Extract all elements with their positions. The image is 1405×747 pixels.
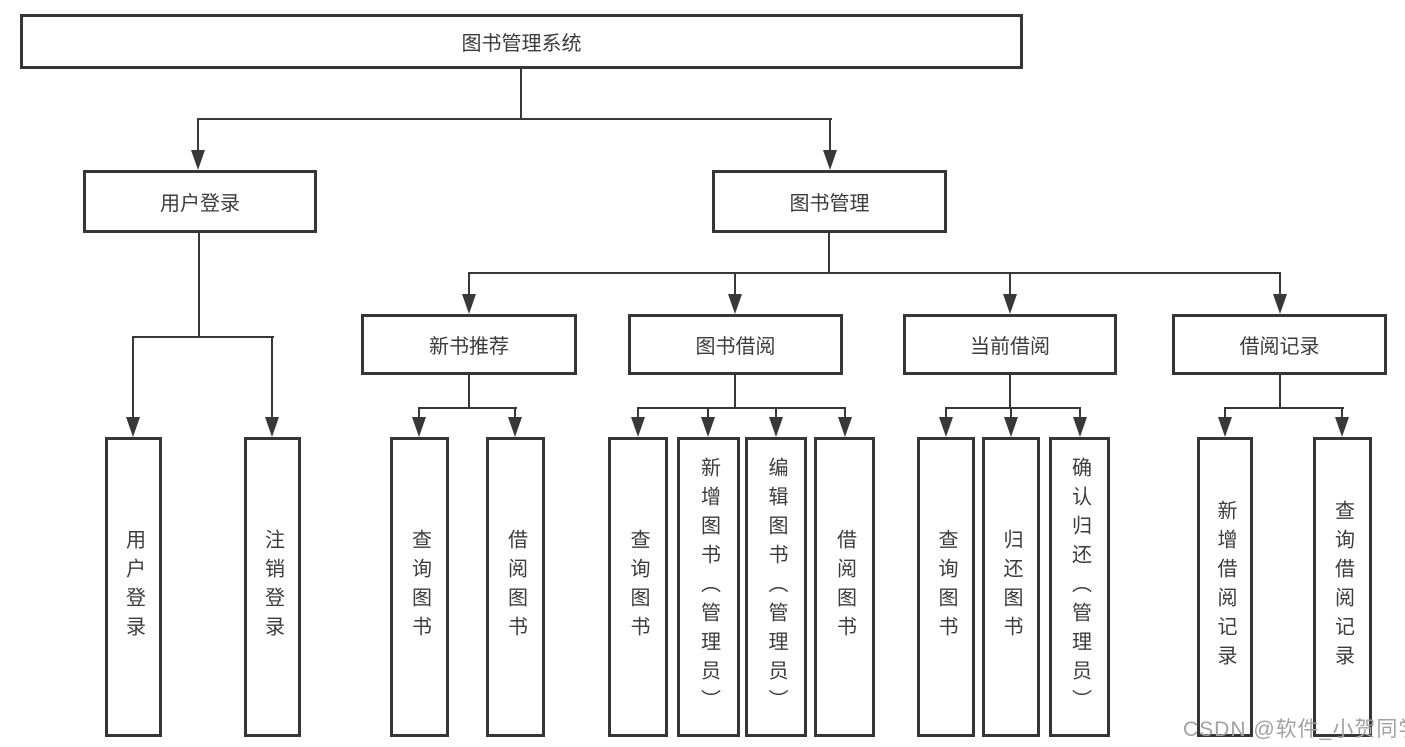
leaf-query-books-borrowing: 查询图书 (608, 437, 668, 737)
leaf-add-borrow-record: 新增借阅记录 (1197, 437, 1253, 737)
leaf-query-borrow-record: 查询借阅记录 (1313, 437, 1372, 737)
csdn-watermark: CSDN @软件_小贺同学 (1183, 718, 1405, 741)
leaf-label: 新增借阅记录 (1214, 500, 1236, 674)
node-book-management: 图书管理 (712, 170, 947, 233)
node-current-borrowing: 当前借阅 (903, 314, 1117, 375)
leaf-label: 借阅图书 (504, 529, 527, 645)
node-new-book-recommendation: 新书推荐 (361, 314, 577, 375)
leaf-label: 用户登录 (122, 529, 145, 645)
leaf-query-books-recommend: 查询图书 (390, 437, 449, 737)
connector-drop-leaf (418, 407, 420, 419)
connector-drop-borrow-records (1279, 272, 1281, 296)
leaf-label: 新增图书（管理员） (697, 456, 720, 718)
connector-stub (1009, 375, 1011, 407)
arrowhead-icon (939, 417, 953, 437)
connector-drop-leaf (1079, 407, 1081, 419)
leaf-label: 借阅图书 (833, 529, 856, 645)
connector-drop-leaf (1010, 407, 1012, 419)
leaf-label: 查询借阅记录 (1331, 500, 1354, 674)
connector-drop-user-login (197, 118, 199, 152)
arrowhead-icon (1003, 294, 1017, 314)
arrowhead-icon (265, 417, 279, 437)
arrowhead-icon (1073, 417, 1087, 437)
node-label: 用户登录 (160, 193, 240, 215)
connector-drop-leaf (1224, 407, 1226, 419)
node-label: 图书借阅 (695, 336, 776, 358)
node-borrowing-records: 借阅记录 (1172, 314, 1387, 375)
connector-branch (1224, 407, 1344, 409)
leaf-query-books-current: 查询图书 (917, 437, 975, 737)
connector-book-management-branch (468, 272, 1281, 274)
connector-drop-leaf (844, 407, 846, 419)
arrowhead-icon (191, 150, 205, 170)
connector-root-stub (520, 69, 522, 118)
leaf-return-books: 归还图书 (982, 437, 1040, 737)
connector-drop-book-borrow (734, 272, 736, 296)
arrowhead-icon (1004, 417, 1018, 437)
connector-drop-leaf (1341, 407, 1343, 419)
node-label: 借阅记录 (1239, 336, 1320, 358)
node-book-borrowing: 图书借阅 (628, 314, 843, 375)
leaf-label: 查询图书 (408, 529, 431, 645)
leaf-label: 编辑图书（管理员） (765, 456, 787, 718)
connector-stub (468, 375, 470, 407)
connector-drop-leaf (132, 336, 134, 419)
connector-drop-leaf (945, 407, 947, 419)
leaf-edit-books-admin: 编辑图书（管理员） (745, 437, 807, 737)
connector-drop-book-management (829, 118, 831, 152)
arrowhead-icon (823, 150, 837, 170)
leaf-borrow-books-borrowing: 借阅图书 (814, 437, 875, 737)
arrowhead-icon (1218, 417, 1232, 437)
connector-root-branch (197, 118, 832, 120)
arrowhead-icon (701, 417, 715, 437)
connector-user-login-stub (198, 233, 200, 336)
leaf-label: 查询图书 (627, 529, 649, 645)
connector-branch (945, 407, 1081, 409)
leaf-logout: 注销登录 (244, 437, 301, 737)
connector-branch (418, 407, 517, 409)
arrowhead-icon (126, 417, 140, 437)
connector-drop-leaf (271, 336, 273, 419)
connector-book-management-stub (828, 233, 830, 272)
arrowhead-icon (838, 417, 852, 437)
arrowhead-icon (1335, 417, 1349, 437)
leaf-label: 确认归还（管理员） (1068, 456, 1091, 718)
leaf-user-login: 用户登录 (105, 437, 162, 737)
arrowhead-icon (1273, 294, 1287, 314)
connector-drop-new-book (468, 272, 470, 296)
node-label: 图书管理系统 (461, 33, 582, 55)
arrowhead-icon (728, 294, 742, 314)
leaf-label: 归还图书 (1000, 529, 1022, 645)
connector-stub (734, 375, 736, 407)
connector-stub (1279, 375, 1281, 407)
node-label: 新书推荐 (429, 336, 509, 358)
connector-drop-leaf (707, 407, 709, 419)
node-root-library-system: 图书管理系统 (20, 14, 1023, 69)
arrowhead-icon (508, 417, 522, 437)
leaf-label: 注销登录 (261, 529, 284, 645)
arrowhead-icon (769, 417, 783, 437)
connector-drop-leaf (775, 407, 777, 419)
node-label: 当前借阅 (970, 336, 1050, 358)
leaf-label: 查询图书 (935, 529, 957, 645)
connector-drop-current-borrow (1009, 272, 1011, 296)
arrowhead-icon (631, 417, 645, 437)
node-label: 图书管理 (789, 193, 870, 215)
arrowhead-icon (412, 417, 426, 437)
leaf-add-books-admin: 新增图书（管理员） (677, 437, 740, 737)
connector-drop-leaf (514, 407, 516, 419)
node-user-login: 用户登录 (83, 170, 317, 233)
leaf-confirm-return-admin: 确认归还（管理员） (1049, 437, 1110, 737)
leaf-borrow-books-recommend: 借阅图书 (486, 437, 545, 737)
connector-user-login-branch (132, 336, 274, 338)
connector-branch (637, 407, 846, 409)
connector-drop-leaf (637, 407, 639, 419)
arrowhead-icon (462, 294, 476, 314)
